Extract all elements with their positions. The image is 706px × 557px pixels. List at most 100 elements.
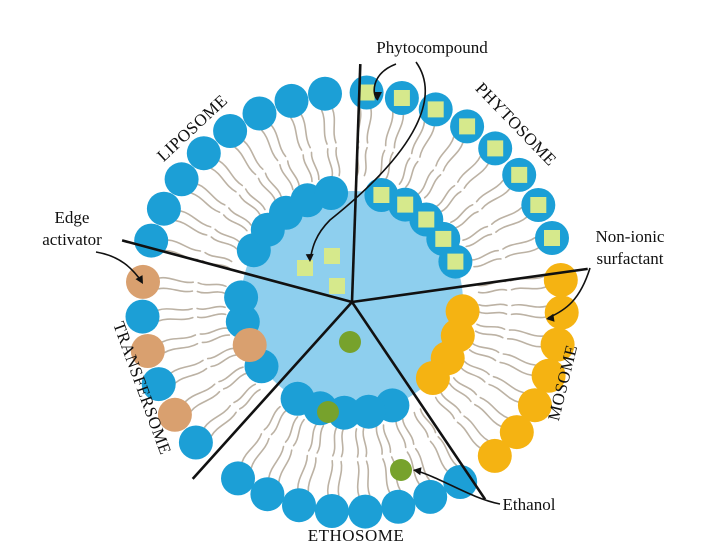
lipid-tail (473, 258, 502, 268)
phospholipid-head (134, 223, 169, 258)
lipid-tail (264, 172, 282, 198)
lipid-tail (440, 391, 462, 414)
annotation-arrow-line (413, 469, 501, 505)
lipid-tail (316, 424, 325, 454)
lipid-tail (499, 361, 533, 376)
lipid-tail (190, 390, 221, 412)
non-ionic-label-line2: surfactant (596, 249, 663, 268)
lipid-tail (234, 146, 257, 176)
lipid-tail (401, 417, 415, 445)
lipid-tail (477, 288, 508, 294)
lipid-tail (302, 154, 313, 183)
lipid-tail (222, 372, 248, 390)
lipid-tail (241, 433, 263, 463)
lipid-tail (210, 411, 237, 437)
lipid-tail (292, 418, 305, 447)
lipid-tail (210, 236, 238, 250)
lipid-tail (502, 236, 536, 250)
edge-activator-label-line1: Edge (55, 208, 90, 227)
lipid-tail (243, 140, 264, 170)
lipid-tail (340, 427, 345, 458)
annotation-arrowhead (374, 92, 382, 100)
lipid-tail (250, 437, 270, 469)
segment-divider (350, 64, 362, 303)
phytocompound-square (530, 197, 547, 213)
lipid-tail (174, 367, 208, 384)
lipid-tail (434, 396, 455, 420)
phytocompound-square (397, 196, 414, 213)
lipid-tail (475, 179, 504, 203)
lipid-tail (307, 457, 317, 492)
lipid-tail (460, 366, 486, 383)
lipid-tail (393, 114, 405, 149)
lipid-tail (210, 354, 238, 368)
lipid-tail (332, 427, 338, 457)
lipid-tail (417, 169, 435, 195)
phospholipid-head (282, 488, 316, 523)
phospholipid-head (146, 191, 181, 226)
lipid-tail (218, 366, 244, 383)
lipid-tail (363, 146, 368, 177)
lipid-tail (406, 451, 420, 485)
surfactant-head (543, 263, 578, 297)
lipid-tail (163, 342, 199, 354)
lipid-tail (437, 436, 458, 467)
phospholipid-head (250, 477, 285, 512)
lipid-tail (365, 460, 371, 496)
lipid-tails (157, 107, 547, 497)
lipid-tail (413, 411, 429, 438)
lipid-tail (435, 136, 455, 167)
phospholipid-head (381, 489, 416, 524)
phytocompound-square (447, 253, 464, 270)
phytocompound-square (358, 84, 375, 101)
lipid-tail (335, 147, 341, 177)
lipid-tail (450, 204, 474, 224)
lipid-tail (442, 142, 464, 172)
surfactant-head (415, 361, 450, 395)
lipid-tail (468, 349, 497, 362)
annotation-arrowhead (305, 253, 314, 262)
lipid-tail (286, 160, 301, 188)
annotation-arrowhead (413, 467, 422, 476)
lipid-tail (279, 164, 294, 191)
lipid-tail (196, 313, 227, 319)
segment-divider (351, 267, 588, 304)
lipid-tail (481, 188, 511, 210)
lipid-tail (511, 304, 547, 308)
lipid-tail (398, 157, 411, 185)
lipid-tail (410, 121, 426, 155)
lipid-tail (337, 460, 343, 497)
lipid-tail (384, 151, 394, 181)
edge-activator-head (130, 334, 165, 368)
phospholipid-head (242, 96, 277, 131)
phospholipid-head (413, 479, 448, 514)
lipid-tail (218, 160, 244, 187)
phospholipid-head (221, 461, 255, 496)
segment-divider (121, 239, 353, 304)
lipid-tail (170, 359, 204, 374)
lipid-tail (228, 207, 252, 226)
lipid-tail (158, 276, 194, 284)
lipid-tail (453, 377, 478, 396)
non-ionic-label-line1: Non-ionic (596, 227, 665, 246)
ethanol-molecules (317, 331, 412, 481)
lipid-tail (366, 108, 373, 144)
phytocompound-square (329, 278, 345, 294)
phytocompound-square (544, 230, 560, 246)
lipid-tail (448, 382, 472, 403)
lipid-tail (268, 445, 285, 479)
segment-divider (350, 301, 487, 501)
lipid-tail (290, 117, 303, 151)
ethosome-label: ETHOSOME (308, 526, 405, 545)
lipid-tail (463, 415, 489, 442)
phytocompound-label: Phytocompound (376, 38, 488, 57)
annotation-arrowhead (135, 275, 143, 284)
surfactant-head (517, 388, 552, 423)
lipid-tail (239, 388, 261, 410)
lipid-tail (206, 347, 235, 360)
phospholipid-head (348, 494, 383, 529)
phytocompound-square (373, 187, 390, 203)
lipid-tail (320, 109, 328, 145)
phospholipid-head (280, 381, 315, 416)
